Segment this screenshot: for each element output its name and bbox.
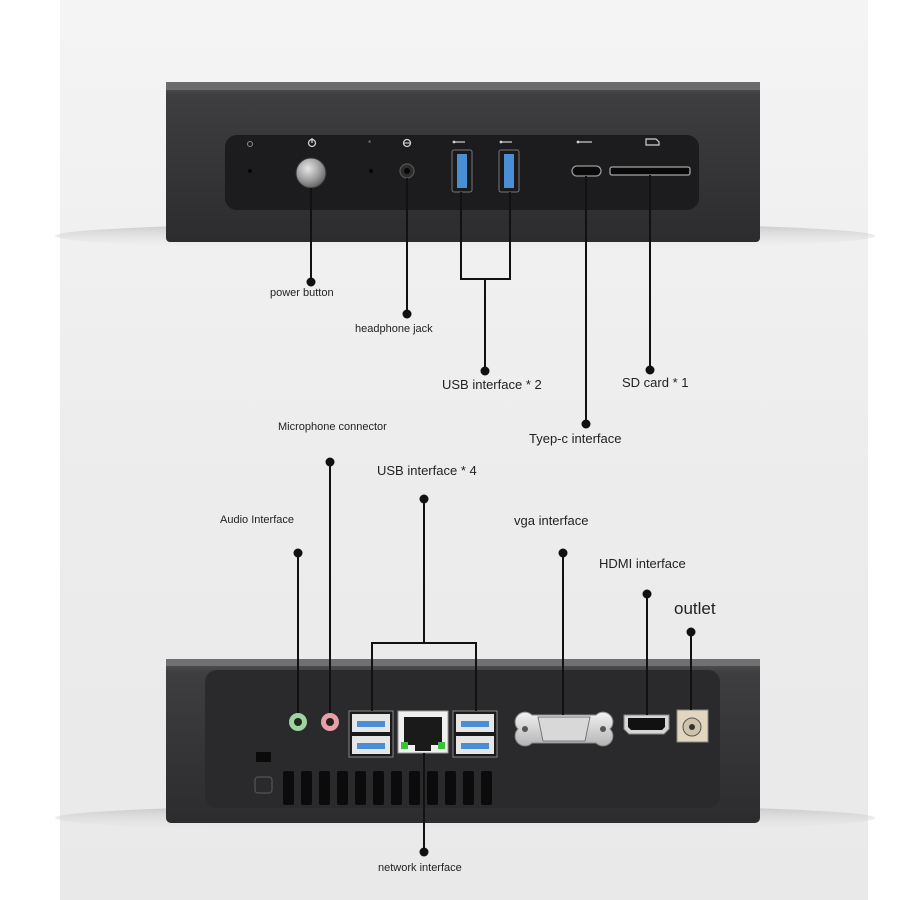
sd-card-label: SD card * 1 [622,375,689,390]
usb-icon [452,140,465,144]
front-device: * [55,82,875,250]
usb-rear-label: USB interface * 4 [377,463,477,478]
power-button-label: power button [270,287,334,299]
front-usb-port-1-tongue [457,154,467,188]
network-port[interactable] [397,710,449,754]
hdmi-port[interactable] [623,714,670,735]
usb-icon [576,140,592,144]
power-led-icon [247,141,253,147]
kensington-icon [254,776,273,794]
rear-usb-stack-left [348,710,394,758]
front-usb-port-2-tongue [504,154,514,188]
rear-case-top-edge [166,659,760,666]
type-c-label: Tyep-c interface [529,431,622,446]
audio-label: Audio Interface [220,514,294,526]
power-button[interactable] [296,158,326,188]
power-icon [307,138,317,148]
outlet-label: outlet [674,599,716,618]
headphone-icon [402,138,412,148]
hdmi-label: HDMI interface [599,556,686,571]
vent-grille [283,771,492,805]
power-led [248,169,252,173]
rear-device [55,659,875,832]
network-label: network interface [378,862,462,874]
front-leader-dots [306,277,655,429]
usb-icon [499,140,512,144]
usb-front-label: USB interface * 2 [442,377,542,392]
type-c-port[interactable] [571,165,602,177]
front-leader-lines [310,175,651,424]
dc-power-outlet[interactable] [676,709,709,743]
headphone-jack-label: headphone jack [355,323,433,335]
lock-slot-icon [256,752,271,762]
front-case-top-edge [166,82,760,90]
microphone-label: Microphone connector [278,421,387,433]
rear-leader-dots [293,457,696,857]
vga-port[interactable] [514,711,614,747]
activity-led [369,169,373,173]
rear-usb-stack-right [452,710,498,758]
rear-leader-lines [297,462,692,852]
vga-label: vga interface [514,513,589,528]
activity-led-icon: * [368,139,371,148]
sd-card-icon [645,138,660,146]
sd-card-slot[interactable] [609,166,691,176]
